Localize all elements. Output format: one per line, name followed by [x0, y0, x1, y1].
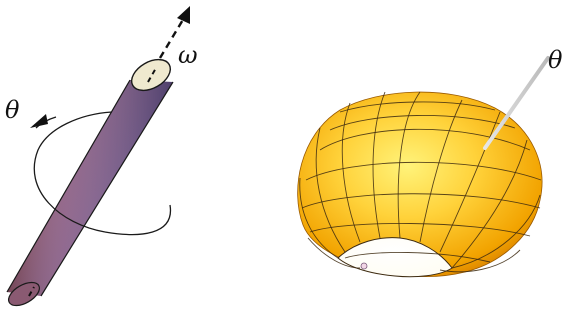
cylinder — [6, 58, 174, 307]
cylinder-body-shade — [7, 80, 173, 296]
torus-point-marker — [360, 262, 368, 270]
axis-arrow-head — [177, 6, 190, 24]
rotation-loop-back — [104, 204, 172, 236]
cylinder-bottom-cap — [8, 281, 40, 307]
rotation-axis-cap — [147, 67, 157, 83]
rotation-axis-lower — [28, 286, 35, 297]
rotation-arrow-head — [30, 114, 48, 128]
torus-mesh-parallels — [301, 101, 542, 263]
theta-label-left: θ — [5, 96, 20, 124]
omega-label: ω — [178, 41, 198, 69]
theta-label-right: θ — [548, 46, 563, 74]
cylinder-top-cap — [130, 58, 172, 92]
rotation-loop-front — [33, 111, 113, 233]
rotating-rod-diagram: ω θ — [5, 6, 198, 307]
theta-pointer-rod — [483, 56, 550, 150]
rotation-axis-upper — [158, 17, 186, 59]
torus-surface-diagram: θ — [297, 46, 563, 278]
cylinder-outline — [6, 79, 174, 297]
